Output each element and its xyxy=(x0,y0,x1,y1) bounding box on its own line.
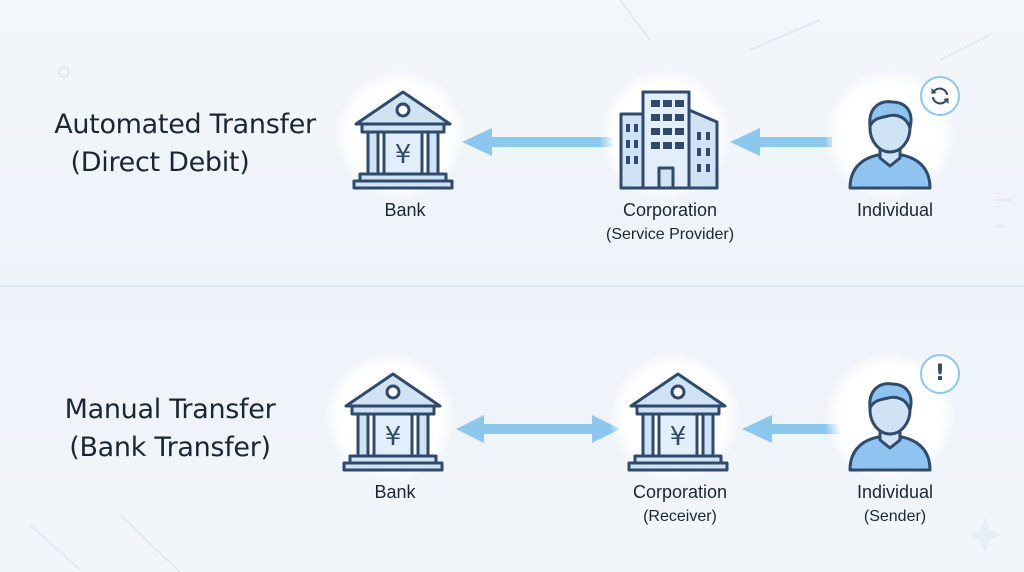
bank-icon: ¥ xyxy=(352,90,454,190)
exclamation-icon: ! xyxy=(934,361,946,386)
corporation-node: Corporation (Service Provider) xyxy=(585,70,755,270)
node-label: Bank xyxy=(374,482,416,502)
corporation-node: ¥ Corporation (Receiver) xyxy=(595,352,765,552)
node-sublabel: (Sender) xyxy=(863,508,927,525)
row-title: Manual Transfer (Bank Transfer) xyxy=(30,391,310,467)
bank-node: ¥ Bank xyxy=(310,352,480,552)
bank-icon: ¥ xyxy=(342,372,444,472)
node-label: Corporation xyxy=(632,482,728,502)
row-title-line1: Automated Transfer xyxy=(54,109,316,140)
bank-node: ¥ Bank xyxy=(320,70,490,270)
individual-node: ! Individual (Sender) xyxy=(800,352,980,562)
person-icon xyxy=(848,100,932,190)
automated-transfer-row: Automated Transfer (Direct Debit) ¥ B xyxy=(40,70,980,270)
alert-badge: ! xyxy=(920,354,960,394)
node-label: Individual xyxy=(856,482,934,502)
arrow-bidirectional xyxy=(456,415,620,443)
node-label: Individual xyxy=(856,200,934,220)
bank-icon: ¥ xyxy=(627,372,729,472)
manual-transfer-row: Manual Transfer (Bank Transfer) ¥ Ban xyxy=(0,287,1024,572)
node-label: Corporation xyxy=(622,200,718,220)
individual-node: Individual xyxy=(800,70,980,270)
row-title-line1: Manual Transfer xyxy=(64,394,276,425)
yen-symbol: ¥ xyxy=(395,140,412,170)
row-title-line2: (Direct Debit) xyxy=(70,147,250,178)
section-divider xyxy=(0,285,1024,287)
office-building-icon xyxy=(619,90,719,190)
arrow-left xyxy=(462,128,614,156)
yen-symbol: ¥ xyxy=(385,422,402,452)
arrow-left xyxy=(730,128,832,156)
node-sublabel: (Service Provider) xyxy=(605,226,735,243)
node-sublabel: (Receiver) xyxy=(643,508,717,525)
node-label: Bank xyxy=(384,200,426,220)
row-title-line2: (Bank Transfer) xyxy=(69,432,271,463)
person-icon xyxy=(848,382,932,472)
refresh-badge xyxy=(920,76,960,116)
yen-symbol: ¥ xyxy=(670,422,687,452)
arrow-left xyxy=(742,415,844,443)
row-title: Automated Transfer (Direct Debit) xyxy=(40,106,330,182)
refresh-icon xyxy=(931,87,949,105)
